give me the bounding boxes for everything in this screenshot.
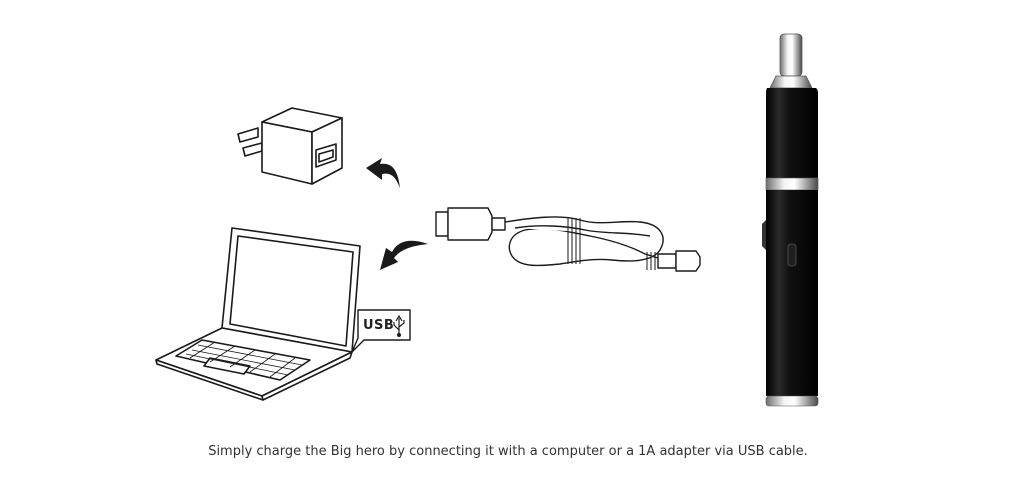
keyboard-grid bbox=[185, 341, 303, 378]
usb-cable-icon bbox=[435, 207, 701, 272]
usb-label: USB bbox=[363, 318, 395, 333]
curved-arrow-icon bbox=[366, 158, 400, 188]
curved-arrow-icon bbox=[380, 240, 428, 270]
cable-ridges bbox=[567, 218, 656, 270]
wall-adapter-icon bbox=[237, 107, 343, 185]
vape-pen-icon bbox=[762, 33, 819, 407]
usb-callout bbox=[351, 309, 411, 353]
laptop-icon bbox=[155, 227, 361, 401]
usb-symbol-icon bbox=[393, 314, 405, 338]
caption: Simply charge the Big hero by connecting… bbox=[208, 444, 808, 459]
